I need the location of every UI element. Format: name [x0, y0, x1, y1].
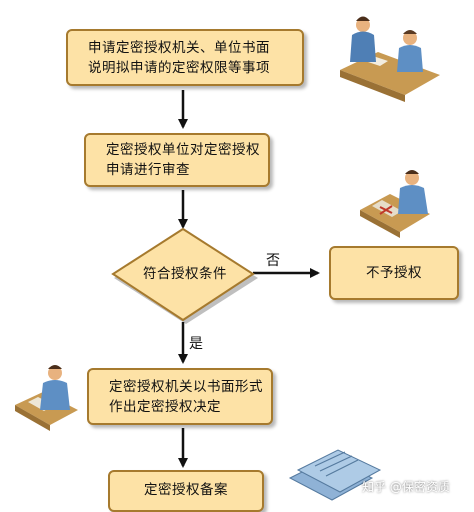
people-meeting-illustration: [340, 16, 440, 102]
documents-illustration: [288, 449, 382, 501]
step-submit-application-line1: 申请定密授权机关、单位书面: [88, 39, 270, 56]
step-reject: 不予授权: [329, 246, 459, 300]
no-branch-label: 否: [266, 253, 280, 269]
step-filing: 定密授权备案: [108, 470, 264, 512]
step-review-application-line1: 定密授权单位对定密授权: [106, 142, 260, 158]
reviewer-illustration: [360, 170, 430, 238]
step-review-application-line2: 申请进行审查: [106, 162, 190, 178]
decision-label: 符合授权条件: [143, 266, 227, 282]
step-review-application: 定密授权单位对定密授权 申请进行审查: [84, 133, 270, 187]
step-submit-application-line2: 说明拟申请的定密权限等事项: [88, 59, 270, 76]
yes-branch-label: 是: [189, 336, 203, 352]
decision-diamond: [111, 227, 258, 324]
step-authorization-decision-line2: 作出定密授权决定: [109, 398, 221, 415]
step-submit-application: 申请定密授权机关、单位书面 说明拟申请的定密权限等事项: [66, 29, 304, 86]
step-authorization-decision-line1: 定密授权机关以书面形式: [109, 378, 263, 395]
step-authorization-decision: 定密授权机关以书面形式 作出定密授权决定: [87, 368, 273, 425]
step-filing-label: 定密授权备案: [144, 482, 228, 498]
writer-illustration: [15, 365, 78, 431]
step-reject-label: 不予授权: [366, 265, 422, 281]
watermark: 知乎 @保密资质: [362, 480, 450, 494]
